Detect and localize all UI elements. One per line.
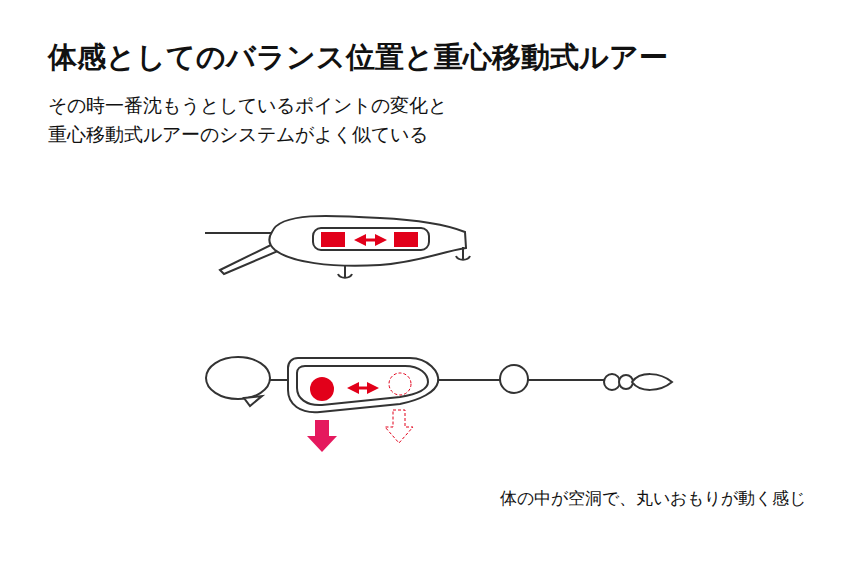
move-arrow bbox=[353, 387, 373, 390]
subtitle-line: その時一番沈もうとしているポイントの変化と bbox=[48, 94, 447, 117]
body-figure bbox=[206, 357, 672, 412]
weight-ball bbox=[310, 377, 334, 401]
note: 体の中が空洞で、丸いおもりが動く感じ bbox=[500, 488, 806, 508]
sink-arrow-moved bbox=[385, 410, 413, 443]
title: 体感としてのバランス位置と重心移動式ルアー bbox=[48, 40, 668, 75]
move-arrow bbox=[360, 239, 381, 242]
weight bbox=[321, 232, 345, 247]
subtitle-line: 重心移動式ルアーのシステムがよく似ている bbox=[48, 123, 428, 146]
sink-arrow bbox=[307, 420, 337, 452]
minnow-lure bbox=[205, 216, 470, 278]
weight bbox=[394, 232, 418, 247]
weight-ball-moved bbox=[389, 373, 411, 395]
